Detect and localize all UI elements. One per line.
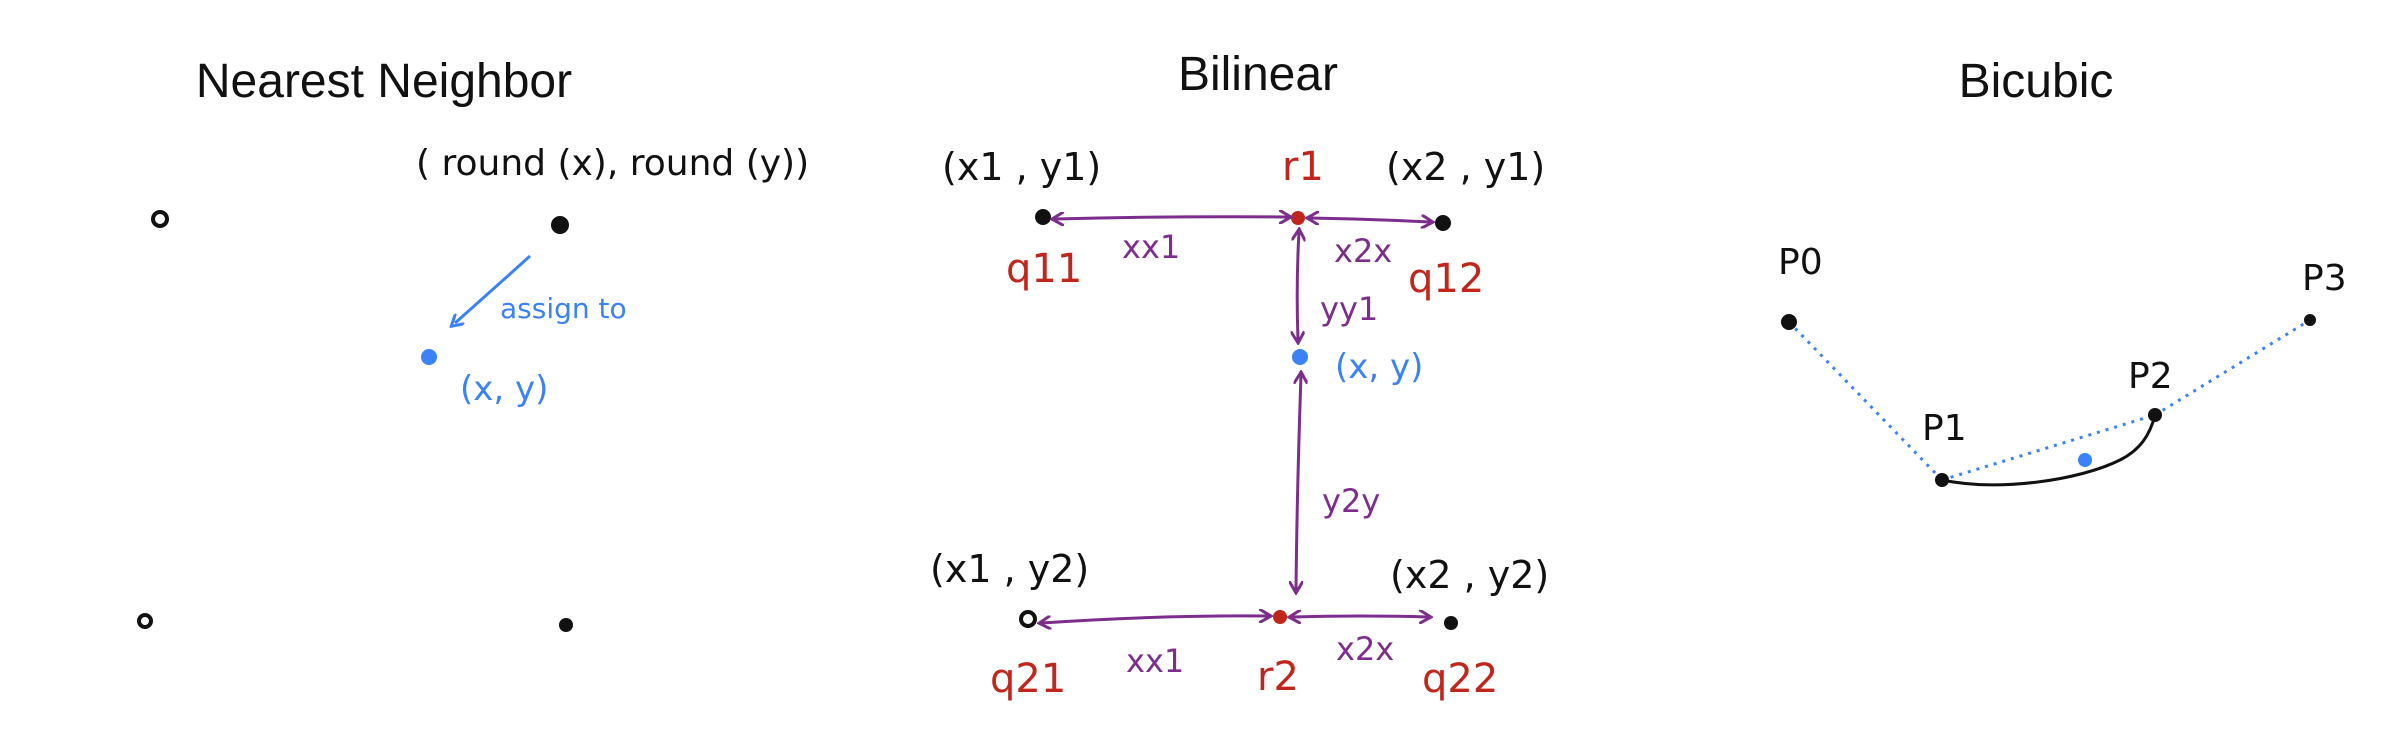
arrow-y2y bbox=[1296, 375, 1301, 590]
grid-point-top-right bbox=[551, 216, 569, 234]
assign-arrow bbox=[455, 254, 532, 323]
label-x2x-top: x2x bbox=[1334, 232, 1392, 270]
point-r1 bbox=[1291, 211, 1305, 225]
grid-point-bottom-right bbox=[559, 618, 573, 632]
point-r2 bbox=[1273, 610, 1287, 624]
interpolated-point bbox=[2078, 453, 2092, 467]
point-p0 bbox=[1781, 314, 1797, 330]
arrow-yy1 bbox=[1297, 232, 1299, 340]
bilinear-panel: Bilinear (x1 , y1) (x2 , y1) (x1 , y2) (… bbox=[930, 48, 1549, 702]
bicubic-panel: Bicubic P0 P1 P2 P3 bbox=[1778, 55, 2347, 487]
label-p0: P0 bbox=[1778, 242, 1823, 283]
label-xx1-top: xx1 bbox=[1122, 228, 1180, 266]
query-point bbox=[421, 349, 437, 365]
label-q11: q11 bbox=[1006, 246, 1082, 292]
label-r2: r2 bbox=[1257, 654, 1299, 700]
nearest-title: Nearest Neighbor bbox=[196, 55, 572, 108]
point-p1 bbox=[1935, 473, 1949, 487]
guide-p1-p2 bbox=[1941, 413, 2156, 482]
arrow-x2x-bottom bbox=[1292, 616, 1428, 617]
guide-p2-p3 bbox=[2154, 318, 2311, 417]
point-p3 bbox=[2304, 314, 2316, 326]
label-x1y1: (x1 , y1) bbox=[942, 145, 1101, 189]
point-q11 bbox=[1035, 209, 1051, 225]
arrow-xx1-top bbox=[1055, 217, 1288, 219]
label-p2: P2 bbox=[2128, 356, 2173, 397]
label-y2y: y2y bbox=[1322, 482, 1380, 520]
nearest-corner-label: ( round (x), round (y)) bbox=[416, 143, 809, 184]
point-q21 bbox=[1019, 610, 1037, 628]
label-q22: q22 bbox=[1422, 656, 1498, 702]
point-xy bbox=[1292, 349, 1308, 365]
label-xy: (x, y) bbox=[1335, 347, 1423, 387]
label-yy1: yy1 bbox=[1320, 290, 1378, 328]
nearest-neighbor-panel: Nearest Neighbor ( round (x), round (y))… bbox=[137, 55, 809, 632]
point-q22 bbox=[1444, 616, 1458, 630]
label-p1: P1 bbox=[1922, 408, 1967, 449]
point-p2 bbox=[2148, 408, 2162, 422]
bilinear-title: Bilinear bbox=[1178, 48, 1338, 101]
label-x2y1: (x2 , y1) bbox=[1386, 145, 1545, 189]
label-r1: r1 bbox=[1282, 144, 1324, 190]
arrow-x2x-top bbox=[1310, 218, 1430, 222]
label-x1y2: (x1 , y2) bbox=[930, 547, 1089, 591]
label-x2x-bottom: x2x bbox=[1336, 630, 1394, 668]
label-p3: P3 bbox=[2302, 258, 2347, 299]
grid-point-top-left bbox=[151, 210, 169, 228]
label-xx1-bottom: xx1 bbox=[1126, 642, 1184, 680]
point-q12 bbox=[1435, 215, 1451, 231]
query-point-label: (x, y) bbox=[460, 369, 548, 409]
assign-label: assign to bbox=[500, 292, 627, 325]
bicubic-title: Bicubic bbox=[1959, 55, 2114, 108]
label-q21: q21 bbox=[990, 656, 1066, 702]
arrow-xx1-bottom bbox=[1042, 616, 1268, 623]
grid-point-bottom-left bbox=[137, 613, 153, 629]
label-q12: q12 bbox=[1408, 256, 1484, 302]
cubic-curve bbox=[1941, 414, 2157, 487]
label-x2y2: (x2 , y2) bbox=[1390, 553, 1549, 597]
guide-p0-p1 bbox=[1787, 320, 1944, 482]
